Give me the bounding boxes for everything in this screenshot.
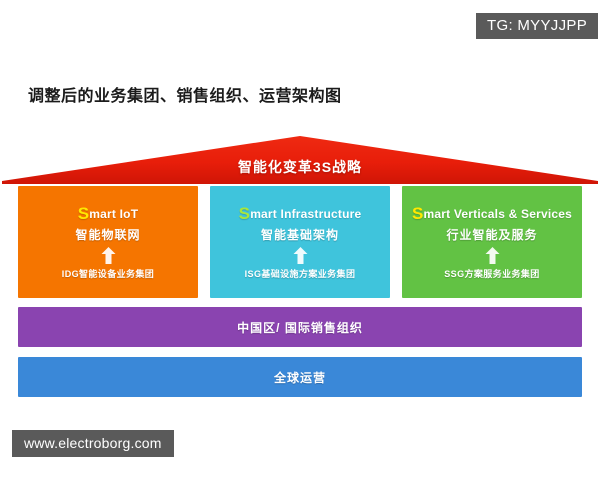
page-title: 调整后的业务集团、销售组织、运营架构图 (28, 88, 342, 105)
up-arrow-icon (293, 247, 308, 264)
sales-organization-label: 中国区/ 国际销售组织 (237, 320, 363, 335)
telegram-watermark-badge: TG: MYYJJPP (476, 13, 598, 39)
column-chinese-title: 智能物联网 (75, 228, 141, 242)
business-group-column-smart-iot[interactable]: Smart IoT 智能物联网 IDG智能设备业务集团 (18, 186, 198, 298)
roof-triangle-shape (2, 136, 598, 184)
org-structure-diagram: 智能化变革3S战略 Smart IoT 智能物联网 IDG智能设备业务集团 Sm… (0, 134, 600, 406)
column-group-name: ISG基础设施方案业务集团 (244, 269, 356, 279)
column-chinese-title: 行业智能及服务 (446, 228, 538, 242)
column-english-title: Smart Infrastructure (239, 205, 362, 222)
business-group-column-smart-infrastructure[interactable]: Smart Infrastructure 智能基础架构 ISG基础设施方案业务集… (210, 186, 390, 298)
column-chinese-title: 智能基础架构 (260, 228, 339, 242)
column-english-rest: mart IoT (89, 207, 139, 221)
business-group-columns: Smart IoT 智能物联网 IDG智能设备业务集团 Smart Infras… (18, 186, 582, 298)
site-watermark-badge: www.electroborg.com (12, 430, 174, 457)
global-operations-label: 全球运营 (273, 370, 326, 385)
column-group-name: SSG方案服务业务集团 (444, 269, 540, 279)
up-arrow-icon (101, 247, 116, 264)
roof-strategy-banner: 智能化变革3S战略 (0, 134, 600, 184)
column-initial-letter: S (238, 204, 251, 223)
column-english-rest: mart Infrastructure (250, 207, 362, 221)
global-operations-bar[interactable]: 全球运营 (18, 357, 582, 397)
column-initial-letter: S (412, 204, 424, 223)
column-english-title: Smart Verticals & Services (412, 205, 572, 222)
column-initial-letter: S (77, 204, 90, 223)
column-english-title: Smart IoT (78, 205, 139, 222)
sales-organization-bar[interactable]: 中国区/ 国际销售组织 (18, 307, 582, 347)
business-group-column-smart-verticals-services[interactable]: Smart Verticals & Services 行业智能及服务 SSG方案… (402, 186, 582, 298)
column-group-name: IDG智能设备业务集团 (61, 269, 155, 279)
column-english-rest: mart Verticals & Services (423, 207, 572, 221)
up-arrow-icon (485, 247, 500, 264)
